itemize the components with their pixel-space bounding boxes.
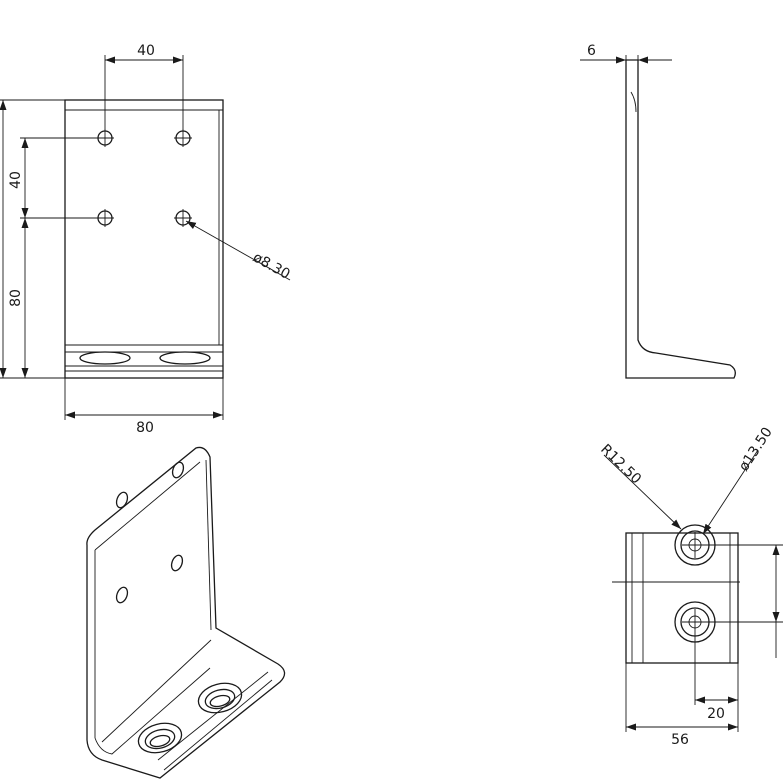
dim-label: 40 [137,43,155,59]
dim-radius: R12.50 [597,441,682,530]
iso-edge [94,461,201,551]
iso-hole [171,461,185,479]
dim-offset: 20 [694,635,739,722]
side-profile [625,59,736,379]
dim-width: 80 [64,378,224,436]
dim-label: 40 [8,171,24,189]
iso-bend [101,639,212,743]
iso-hole [115,491,129,509]
front-hole [174,129,192,147]
front-hole [96,129,114,147]
side-view: 6 [580,43,736,379]
isometric-view [86,446,286,779]
iso-hole [170,554,184,572]
dim-label: 80 [8,289,24,307]
front-hole [96,209,114,227]
iso-base-edge [163,679,273,771]
dim-hole-dia: ø8.30 [185,220,293,283]
side-edge [630,91,637,113]
dim-label: R12.50 [597,441,644,487]
dim-label: 80 [136,420,154,436]
iso-countersink-hole [197,682,243,714]
dim-label: 20 [707,706,725,722]
dim-label: ø13.50 [736,425,776,475]
dim-thickness: 6 [580,43,672,64]
iso-outline [86,446,286,779]
bottom-outline [625,532,739,664]
bottom-view: R12.50 ø13.50 20 56 [597,425,783,748]
dim-label: ø8.30 [250,250,293,283]
iso-edge [205,459,212,631]
dim-label: 56 [671,732,689,748]
front-hole [174,209,192,227]
dim-label: 6 [587,43,596,59]
dim-width: 56 [625,663,739,748]
front-slot [159,351,211,365]
front-view: 40 40 80 80 ø8.30 [0,43,293,436]
iso-hole [115,586,129,604]
dim-hole-spacing-h: 40 [104,43,184,131]
front-plate-outline [64,99,224,379]
iso-countersink-hole [137,722,183,754]
dim-hole-pitch [701,544,783,658]
front-slot [79,351,131,365]
dim-height: 80 [0,99,65,379]
iso-bend [94,667,211,755]
dim-hole-spacing-v: 40 [8,137,98,219]
dim-dia: ø13.50 [702,425,776,535]
